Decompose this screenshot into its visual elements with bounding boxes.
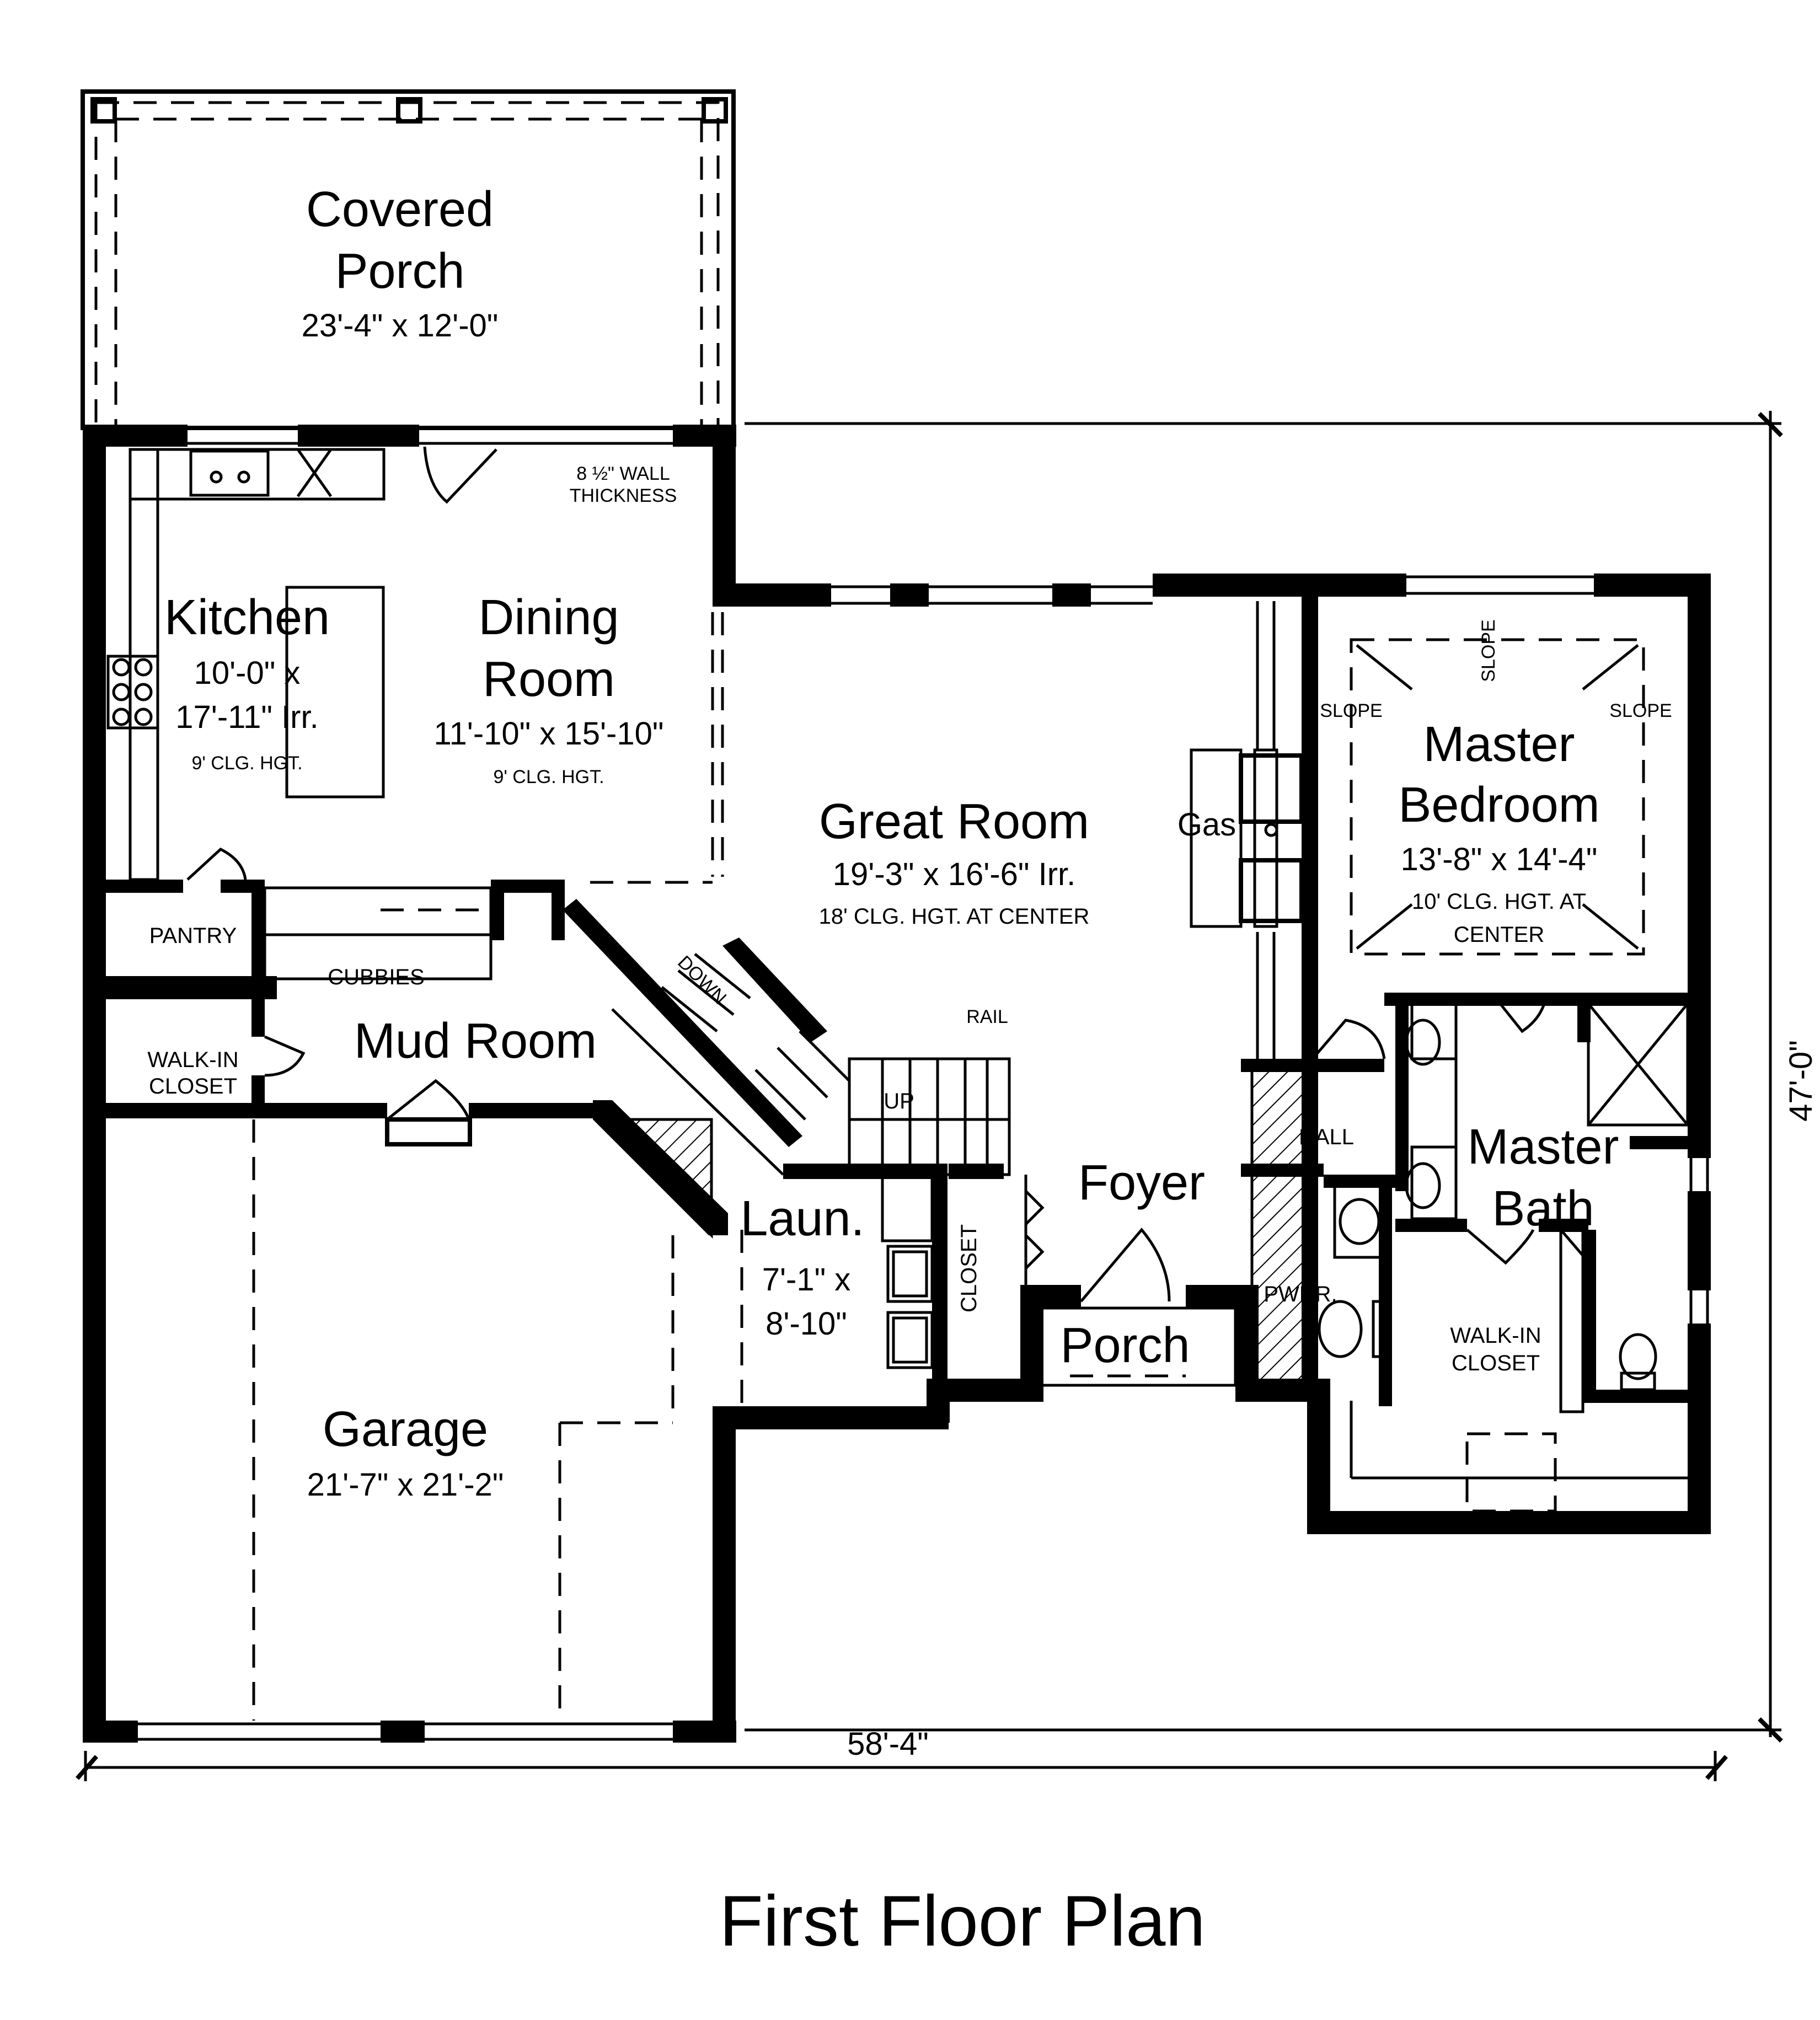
master-bath-name-line2: Bath xyxy=(1492,1181,1594,1236)
exterior-walls xyxy=(83,425,1711,1743)
master-bath-name-line1: Master xyxy=(1467,1119,1619,1175)
closet-label: CLOSET xyxy=(957,1224,981,1312)
slope-label-left: SLOPE xyxy=(1320,700,1382,721)
master-bedroom-ceiling-line2: CENTER xyxy=(1454,923,1544,947)
slope-label-right: SLOPE xyxy=(1609,700,1672,721)
garage-dashes xyxy=(252,1119,675,1721)
great-room-ceiling: 18' CLG. HGT. AT CENTER xyxy=(819,904,1090,929)
garage-dims: 21'-7" x 21'-2" xyxy=(307,1467,504,1503)
laundry-dims-line1: 7'-1" x xyxy=(762,1262,851,1298)
walkin-closet-line1: WALK-IN xyxy=(147,1048,238,1072)
kitchen-dims-line2: 17'-11" Irr. xyxy=(175,699,318,735)
dining-name-line2: Room xyxy=(483,652,615,707)
great-room-name: Great Room xyxy=(819,794,1089,849)
interior-walls xyxy=(106,448,1693,1513)
covered-porch-name-line2: Porch xyxy=(335,244,464,299)
plan-title: First Floor Plan xyxy=(719,1880,1205,1961)
kitchen-name: Kitchen xyxy=(164,590,330,645)
master-bedroom-dims: 13'-8" x 14'-4" xyxy=(1401,842,1598,877)
porch-name: Porch xyxy=(1060,1318,1190,1373)
mud-room-name: Mud Room xyxy=(354,1014,597,1069)
dimension-lines xyxy=(75,411,1783,1781)
dining-dims: 11'-10" x 15'-10" xyxy=(434,716,664,752)
up-label: UP xyxy=(884,1089,914,1113)
foyer-name: Foyer xyxy=(1078,1155,1205,1210)
rail-label: RAIL xyxy=(966,1006,1008,1027)
dining-name-line1: Dining xyxy=(478,590,619,645)
kitchen-ceiling: 9' CLG. HGT. xyxy=(191,753,302,774)
slope-label-top: SLOPE xyxy=(1478,619,1499,682)
walkin-closet-line2: CLOSET xyxy=(149,1074,237,1099)
master-bedroom-ceiling-line1: 10' CLG. HGT. AT xyxy=(1412,890,1586,914)
window-lines xyxy=(84,426,1709,1741)
covered-porch-name-line1: Covered xyxy=(306,182,494,237)
great-room-dims: 19'-3" x 16'-6" Irr. xyxy=(833,856,1076,892)
wall-thickness-line2: THICKNESS xyxy=(570,485,677,506)
laundry-name: Laun. xyxy=(740,1191,864,1246)
master-bedroom-name-line1: Master xyxy=(1423,717,1575,772)
cubbies-label: CUBBIES xyxy=(328,965,425,989)
kitchen-dims-line1: 10'-0" x xyxy=(194,655,301,691)
master-bedroom-name-line2: Bedroom xyxy=(1398,778,1599,833)
walkin-closet-master-line1: WALK-IN xyxy=(1450,1324,1541,1348)
powder-label: PWDR. xyxy=(1264,1282,1337,1306)
laundry-dims-line2: 8'-10" xyxy=(766,1306,847,1342)
overall-depth: 47'-0" xyxy=(1783,1040,1819,1122)
dining-ceiling: 9' CLG. HGT. xyxy=(493,767,604,787)
covered-porch-dims: 23'-4" x 12'-0" xyxy=(302,308,499,344)
walkin-closet-master-line2: CLOSET xyxy=(1452,1351,1540,1375)
room-labels: Covered Porch 23'-4" x 12'-0" 8 ½" WALL … xyxy=(147,182,1819,1961)
master-bedroom-tray xyxy=(1350,638,1645,956)
garage-name: Garage xyxy=(323,1402,488,1457)
doors xyxy=(186,446,1595,1269)
hall-label: HALL xyxy=(1299,1125,1354,1149)
gas-label: Gas xyxy=(1177,807,1236,843)
wall-thickness-line1: 8 ½" WALL xyxy=(576,463,670,484)
overall-width: 58'-4" xyxy=(847,1726,929,1762)
pantry-label: PANTRY xyxy=(149,924,237,948)
